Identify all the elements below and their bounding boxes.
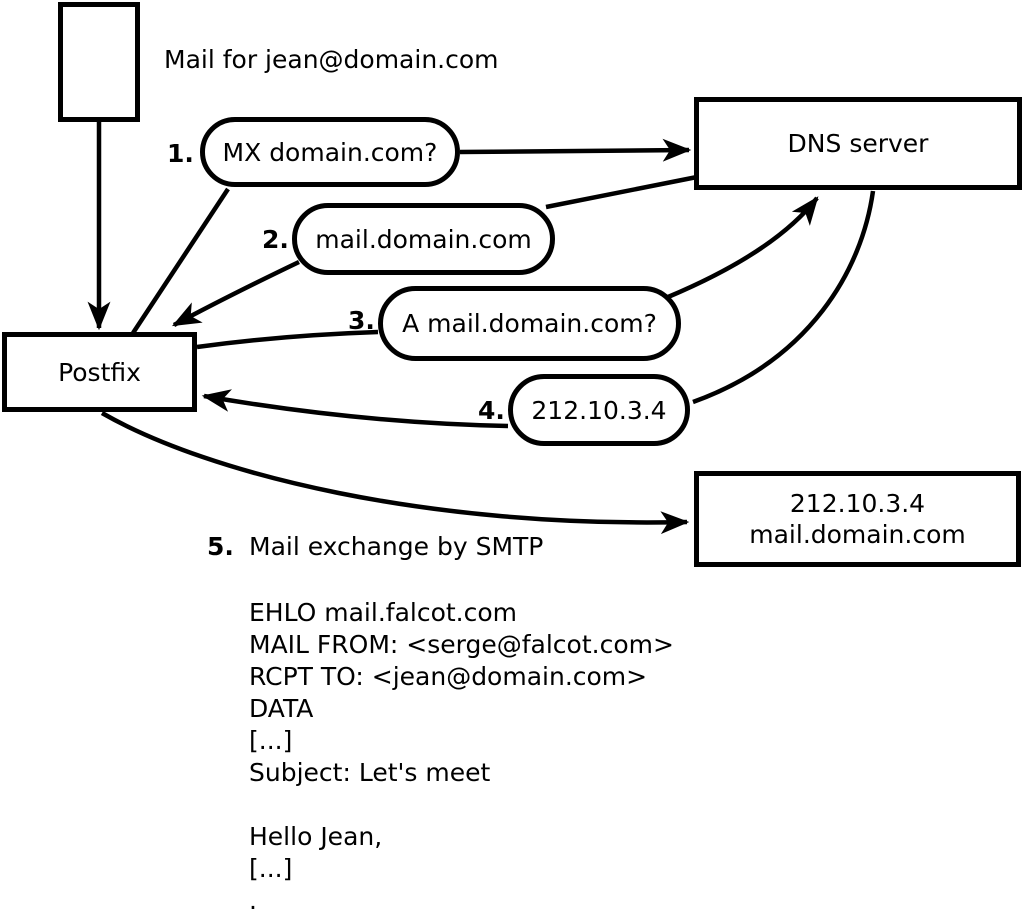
reply4-label: 212.10.3.4 (531, 395, 667, 425)
mail-envelope-node (58, 2, 140, 122)
dns-server-node: DNS server (694, 97, 1022, 190)
arrow-reply4-to-postfix (201, 389, 509, 429)
smtp-line: [...] (249, 726, 293, 755)
smtp-line: DATA (249, 694, 314, 723)
smtp-line: [...] (249, 854, 293, 883)
postfix-node: Postfix (2, 332, 197, 412)
line-postfix-to-query1 (131, 187, 230, 335)
step5-label: Mail exchange by SMTP (249, 532, 544, 561)
query1-label: MX domain.com? (222, 137, 438, 167)
line-dns-to-reply2 (545, 174, 698, 210)
mail-server-hostname: mail.domain.com (749, 520, 966, 549)
mail-server-node: 212.10.3.4 mail.domain.com (694, 471, 1021, 567)
line-dns-to-reply4 (692, 190, 876, 405)
postfix-label: Postfix (58, 357, 141, 387)
arrow-query3-to-dns (667, 196, 819, 300)
smtp-line: EHLO mail.falcot.com (249, 598, 518, 627)
smtp-line-blank (249, 789, 674, 821)
query3-bubble: A mail.domain.com? (378, 286, 681, 361)
smtp-line: Subject: Let's meet (249, 758, 491, 787)
line-postfix-to-query3 (196, 329, 379, 350)
step4-number: 4. (478, 396, 505, 425)
smtp-line: Hello Jean, (249, 822, 383, 851)
step2-number: 2. (262, 225, 289, 254)
query1-bubble: MX domain.com? (200, 117, 460, 187)
mail-server-ip: 212.10.3.4 (789, 489, 926, 518)
smtp-line: . (249, 886, 257, 915)
reply4-bubble: 212.10.3.4 (508, 374, 690, 446)
step1-number: 1. (167, 139, 194, 168)
mail-note: Mail for jean@domain.com (164, 45, 499, 74)
arrow-query1-to-dns (459, 138, 692, 162)
query3-label: A mail.domain.com? (402, 309, 657, 338)
smtp-line: MAIL FROM: <serge@falcot.com> (249, 630, 674, 659)
step5-number: 5. (207, 532, 234, 561)
smtp-session-transcript: EHLO mail.falcot.com MAIL FROM: <serge@f… (249, 597, 674, 917)
arrow-reply2-to-postfix (171, 259, 300, 327)
smtp-line: RCPT TO: <jean@domain.com> (249, 662, 648, 691)
reply2-bubble: mail.domain.com (292, 203, 555, 275)
step3-number: 3. (348, 306, 375, 335)
arrow-postfix-to-mailserver (100, 411, 690, 535)
reply2-label: mail.domain.com (315, 224, 532, 254)
dns-server-label: DNS server (787, 129, 929, 158)
